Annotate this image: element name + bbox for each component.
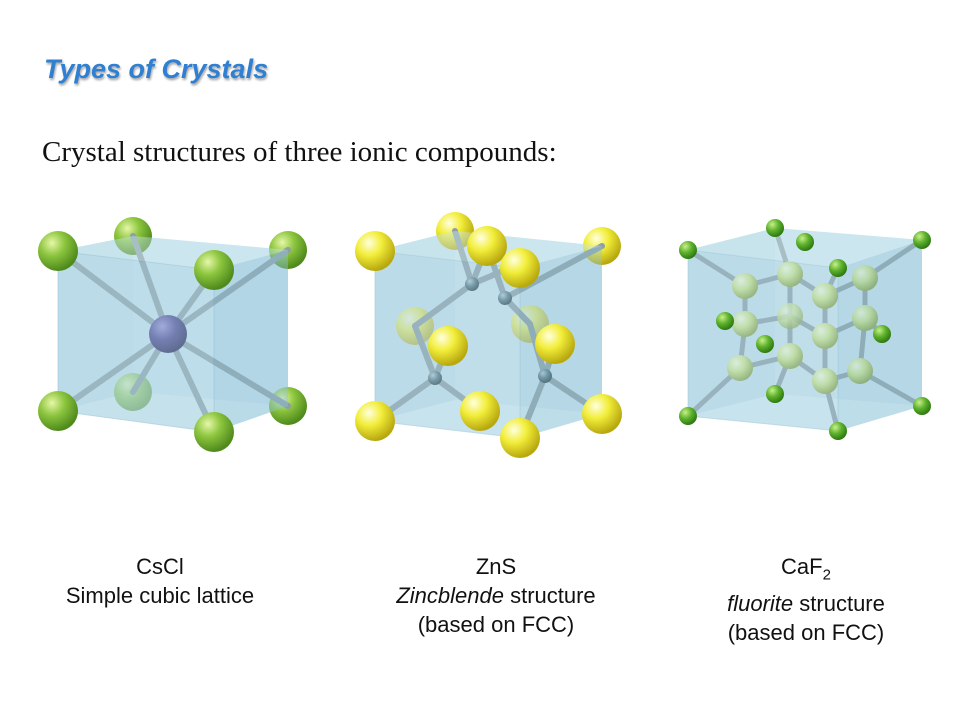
cube-left-face [58, 236, 133, 411]
ca-ion [812, 283, 838, 309]
slide-subtitle: Crystal structures of three ionic compou… [42, 136, 557, 168]
f-ion [679, 241, 697, 259]
ca-ion [852, 305, 878, 331]
ca-ion [812, 368, 838, 394]
f-ion [716, 312, 734, 330]
formula-cscl: CsCl [136, 554, 184, 579]
s-ion [355, 231, 395, 271]
cl-ion [38, 231, 78, 271]
s-ion [460, 391, 500, 431]
zns-zincblende-diagram [355, 212, 622, 458]
cl-ion [38, 391, 78, 431]
ca-ion [732, 311, 758, 337]
zn-ion [538, 369, 552, 383]
s-ion [535, 324, 575, 364]
f-ion [829, 259, 847, 277]
cube-right-face [214, 250, 288, 432]
cscl-unit-cell-diagram [38, 217, 307, 452]
ca-ion [847, 358, 873, 384]
formula-zns: ZnS [475, 554, 517, 579]
f-ion [679, 407, 697, 425]
structure-name-cscl: Simple cubic lattice [65, 583, 255, 608]
ca-ion [852, 265, 878, 291]
zn-ion [498, 291, 512, 305]
f-ion [766, 219, 784, 237]
ca-ion [732, 273, 758, 299]
ca-ion [727, 355, 753, 381]
ca-ion [812, 323, 838, 349]
ca-ion [777, 261, 803, 287]
caption-cscl: CsCl Simple cubic lattice [10, 552, 310, 610]
caption-zns: ZnS Zincblende structure (based on FCC) [346, 552, 646, 639]
cube-front-face [57, 250, 215, 433]
structure-name-caf2: fluorite structure [727, 591, 885, 617]
caption-caf2: CaF2 fluorite structure (based on FCC) [656, 552, 956, 647]
cube-bottom-face [688, 394, 922, 431]
cs-ion [149, 315, 187, 353]
structure-basis-zns: (based on FCC) [417, 612, 575, 637]
s-ion [500, 248, 540, 288]
s-ion [355, 401, 395, 441]
slide-title: Types of Crystals [44, 54, 269, 84]
f-ion [796, 233, 814, 251]
s-ion [467, 226, 507, 266]
zn-ion [428, 371, 442, 385]
structure-basis-caf2: (based on FCC) [727, 620, 885, 646]
formula-caf2: CaF2 [781, 554, 831, 584]
caf2-fluorite-diagram [679, 219, 931, 440]
f-ion [913, 397, 931, 415]
f-ion [756, 335, 774, 353]
cl-ion [194, 250, 234, 290]
s-ion [582, 394, 622, 434]
cube-back-face [775, 228, 922, 406]
zn-ion [465, 277, 479, 291]
structure-name-zns: Zincblende structure [396, 583, 596, 608]
f-ion [766, 385, 784, 403]
f-ion [829, 422, 847, 440]
ca-ion [777, 343, 803, 369]
cl-ion [194, 412, 234, 452]
f-ion [913, 231, 931, 249]
s-ion [428, 326, 468, 366]
ca-ion [777, 303, 803, 329]
f-ion [873, 325, 891, 343]
s-ion [500, 418, 540, 458]
